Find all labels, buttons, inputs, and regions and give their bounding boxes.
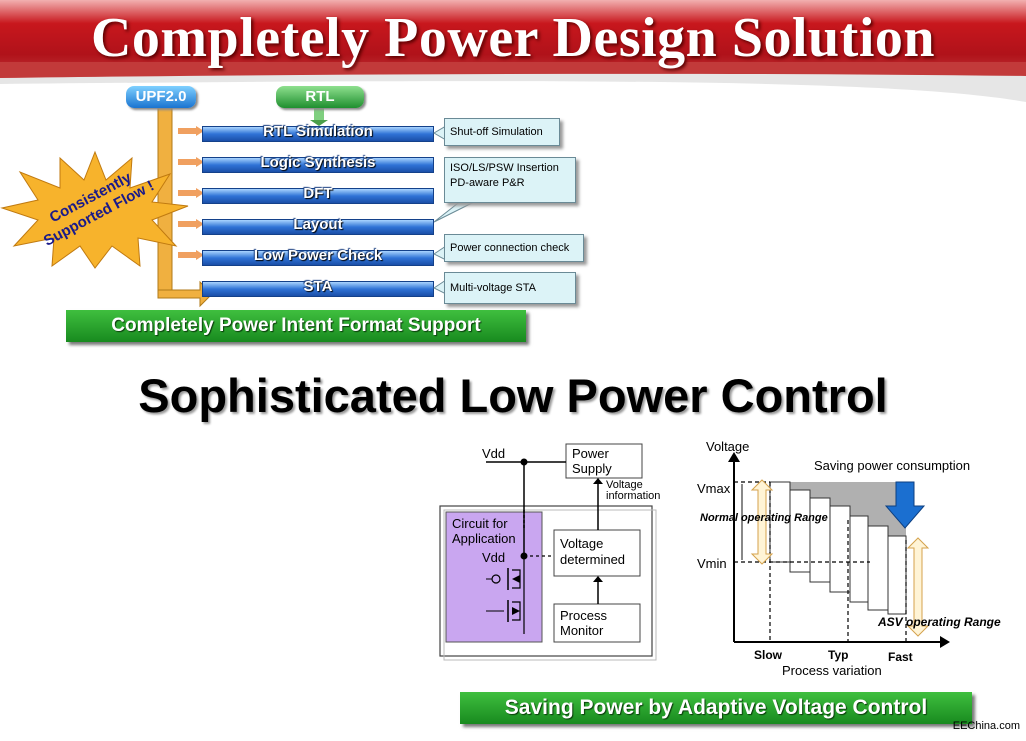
callout-power-check-text: Power connection check [450,242,570,254]
power-supply-line2: Supply [572,461,612,476]
stage-arrow [178,219,204,229]
stage-arrow [178,157,204,167]
voltage-info-label: Voltage information [606,480,660,502]
callout-sta: Multi-voltage STA [444,272,576,304]
power-supply-line1: Power [572,446,609,461]
process-monitor-label: Process Monitor [560,608,607,638]
upf-input-pill: UPF2.0 [126,86,196,108]
voltage-determined-line2: determined [560,552,626,567]
starburst-badge [0,150,189,269]
callout-sta-text: Multi-voltage STA [450,282,536,294]
voltage-info-line2: information [606,490,661,502]
stage-logic-synthesis: Logic Synthesis [260,154,376,171]
rtl-input-pill: RTL [276,86,364,108]
chart-tick-fast: Fast [888,650,913,664]
voltage-determined-label: Voltage determined [560,536,625,568]
stage-bar [202,188,434,204]
stage-bar [202,126,434,142]
stage-bar [202,250,434,266]
chart-vmin: Vmin [697,556,727,571]
circuit-app-line2: Application [452,531,516,546]
power-intent-bar: Completely Power Intent Format Support [66,310,526,342]
voltage-info-line1: Voltage [606,479,643,491]
stage-bar [202,157,434,173]
chart-asv-range: ASV operating Range [878,615,1001,629]
page-title: Completely Power Design Solution [90,7,936,69]
callout-shutoff-text: Shut-off Simulation [450,126,543,138]
chart-tick-slow: Slow [754,648,783,662]
chart-xlabel: Process variation [782,663,882,678]
chart-tick-typ: Typ [828,648,849,662]
callout-shutoff: Shut-off Simulation [444,118,560,146]
adaptive-voltage-bar: Saving Power by Adaptive Voltage Control [460,692,972,724]
stage-bar [202,281,434,297]
stage-dft: DFT [303,185,333,202]
watermark: EEChina.com [952,720,1020,732]
chart-normal-range: Normal operating Range [700,512,828,524]
callout-insertion-line2: PD-aware P&R [450,177,525,189]
circuit-app-line1: Circuit for [452,516,508,531]
chart-vmax: Vmax [697,481,731,496]
power-supply-label: Power Supply [572,446,612,476]
stage-arrow [178,188,204,198]
stage-low-power-check: Low Power Check [253,247,383,264]
circuit-app-label: Circuit for Application [452,516,516,546]
stage-layout: Layout [293,216,343,233]
stage-rtl-simulation: RTL Simulation [263,123,373,140]
stage-bar [202,219,434,235]
vdd-label: Vdd [482,446,506,461]
callout-insertion: ISO/LS/PSW Insertion PD-aware P&R [444,157,576,203]
callout-power-check: Power connection check [444,234,584,262]
callout-insertion-line1: ISO/LS/PSW Insertion [450,162,559,174]
banner-curve [0,62,1026,102]
process-monitor-line1: Process [560,608,607,623]
stage-arrow [178,126,204,136]
voltage-determined-line1: Voltage [560,536,604,551]
chart-ylabel: Voltage [706,439,750,454]
chart-saving-label: Saving power consumption [814,458,971,473]
stage-arrow [178,250,204,260]
process-monitor-line2: Monitor [560,623,604,638]
section-subtitle: Sophisticated Low Power Control [138,369,888,422]
stage-sta: STA [303,278,333,295]
vdd-inner-label: Vdd [482,550,506,565]
